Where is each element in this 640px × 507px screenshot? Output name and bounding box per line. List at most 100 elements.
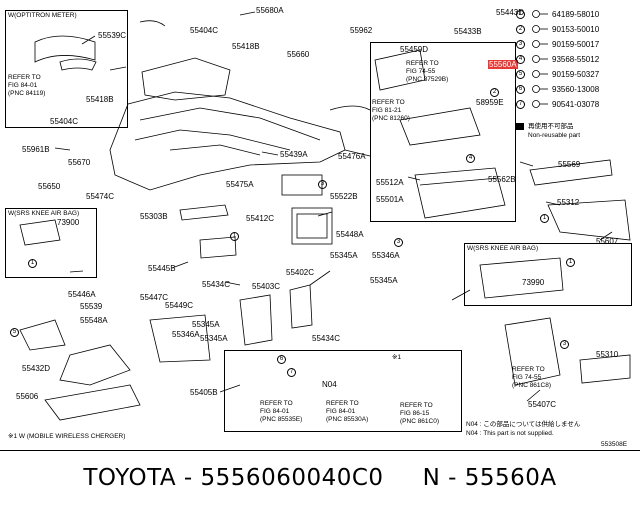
part-label: 55433B bbox=[454, 27, 482, 36]
ref-label: REFER TO bbox=[400, 402, 433, 409]
callout-circle: 7 bbox=[287, 368, 296, 377]
legend-code: 93568-55012 bbox=[552, 55, 600, 64]
part-number: 5556060040C0 bbox=[200, 465, 384, 491]
callout-circle: 1 bbox=[566, 258, 575, 267]
wireless-box bbox=[224, 350, 462, 432]
srs-left-title: W(SRS KNEE AIR BAG) bbox=[8, 210, 80, 217]
part-label: 58959E bbox=[476, 98, 504, 107]
optitron-box bbox=[5, 10, 128, 128]
legend-row: 2 90153-50010 bbox=[516, 23, 634, 36]
part-label: 55474C bbox=[86, 192, 115, 201]
part-label: 55303B bbox=[140, 212, 168, 221]
side-panel-right bbox=[547, 199, 631, 241]
part-label: 55443D bbox=[496, 8, 525, 17]
ref-fig: FIG 84-01 bbox=[326, 408, 356, 415]
legend-code: 93560-13008 bbox=[552, 85, 600, 94]
callout-circle: 2 bbox=[490, 88, 499, 97]
n04-note-jp: N04 : この部品については供給しません bbox=[466, 421, 581, 428]
glove-box bbox=[414, 167, 506, 219]
part-label: 55512A bbox=[376, 178, 404, 187]
pnc-number: 55560A bbox=[464, 465, 557, 491]
ref-pnc: (PNC 81260) bbox=[372, 115, 410, 122]
part-label: 55501A bbox=[376, 195, 404, 204]
part-label: 55650 bbox=[38, 182, 61, 191]
part-label: 55606 bbox=[16, 392, 39, 401]
optitron-ref: REFER TO bbox=[8, 74, 41, 81]
part-label: 55434C bbox=[312, 334, 341, 343]
separator: - bbox=[440, 465, 465, 491]
callout-circle: 3 bbox=[394, 238, 403, 247]
part-label: 55402C bbox=[286, 268, 315, 277]
wireless-box-mark: ※1 bbox=[392, 354, 402, 361]
legend-code: 90153-50010 bbox=[552, 25, 600, 34]
callout-circle: 6 bbox=[277, 355, 286, 364]
part-label: 55346A bbox=[172, 330, 200, 339]
diagram-linework bbox=[19, 11, 631, 421]
part-label: 55476A bbox=[338, 152, 366, 161]
part-banner: TOYOTA - 5556060040C0 N - 55560A bbox=[0, 450, 640, 507]
part-label: 73990 bbox=[522, 278, 545, 287]
part-label: 55446A bbox=[68, 290, 96, 299]
callout-circle: 3 bbox=[560, 340, 569, 349]
callout-circle: 1 bbox=[28, 259, 37, 268]
non-reusable-note: Non-reusable part bbox=[528, 132, 581, 139]
legend-number: 6 bbox=[516, 85, 525, 94]
meter-cluster bbox=[34, 35, 96, 63]
callout-circle: 4 bbox=[466, 154, 475, 163]
glovebox-box bbox=[370, 42, 516, 222]
meter-hood bbox=[141, 57, 231, 101]
part-label: 55539 bbox=[80, 302, 103, 311]
ref-fig: FIG 86-15 bbox=[400, 410, 430, 417]
ref-pnc: (PNC 861C0) bbox=[400, 418, 440, 425]
part-label: 55432D bbox=[22, 364, 51, 373]
ref-pnc: (PNC 85530A) bbox=[326, 416, 369, 423]
ref-fig: FIG 81-21 bbox=[372, 107, 402, 114]
ref-fig: FIG 74-55 bbox=[406, 68, 436, 75]
part-label: 55345A bbox=[330, 251, 358, 260]
part-label: 55445B bbox=[148, 264, 176, 273]
part-label: 55418B bbox=[86, 95, 114, 104]
part-label: 55345A bbox=[192, 320, 220, 329]
ref-pnc: (PNC 85535E) bbox=[260, 416, 303, 423]
legend-code: 64189-58010 bbox=[552, 10, 600, 19]
part-label: 55407C bbox=[528, 400, 557, 409]
separator: - bbox=[176, 465, 201, 491]
part-label: 55459D bbox=[400, 45, 429, 54]
wireless-footnote: ※1 W (MOBILE WIRELESS CHERGER) bbox=[8, 433, 126, 440]
legend-number: 4 bbox=[516, 55, 525, 64]
part-label: 55447C bbox=[140, 293, 169, 302]
ref-label: REFER TO bbox=[512, 366, 545, 373]
optitron-fig: FIG 84-01 bbox=[8, 82, 38, 89]
part-label: 55539C bbox=[98, 31, 127, 40]
part-banner-text: TOYOTA - 5556060040C0 N - 55560A bbox=[0, 463, 640, 493]
ref-label: REFER TO bbox=[326, 400, 359, 407]
ref-label: REFER TO bbox=[406, 60, 439, 67]
legend-number: 1 bbox=[516, 10, 525, 19]
highlighted-part-label: 55560A bbox=[488, 60, 518, 69]
spacer bbox=[384, 465, 423, 491]
n04-note-en: N04 : This part is not supplied. bbox=[466, 430, 554, 437]
brand: TOYOTA bbox=[83, 465, 177, 491]
part-label: 55346A bbox=[372, 251, 400, 260]
legend-code: 90541-03078 bbox=[552, 100, 600, 109]
ref-pnc: (PNC 861C8) bbox=[512, 382, 552, 389]
legend-row: 7 90541-03078 bbox=[516, 98, 634, 111]
part-label: 55403C bbox=[252, 282, 281, 291]
reusable-note: 再使用不可部品 bbox=[528, 123, 574, 130]
part-label: 55412C bbox=[246, 214, 275, 223]
part-label: 55404C bbox=[190, 26, 219, 35]
part-label: 55475A bbox=[226, 180, 254, 189]
part-label: 55962 bbox=[350, 26, 373, 35]
callout-circle: 5 bbox=[10, 328, 19, 337]
legend-number: 7 bbox=[516, 100, 525, 109]
legend-number: 5 bbox=[516, 70, 525, 79]
part-label: 55404C bbox=[50, 117, 79, 126]
part-label: 55670 bbox=[68, 158, 91, 167]
legend-code: 90159-50327 bbox=[552, 70, 600, 79]
part-label: 55449C bbox=[165, 301, 194, 310]
legend-row: 5 90159-50327 bbox=[516, 68, 634, 81]
legend-row: 4 93568-55012 bbox=[516, 53, 634, 66]
ref-label: REFER TO bbox=[372, 99, 405, 106]
part-label: 55448A bbox=[336, 230, 364, 239]
